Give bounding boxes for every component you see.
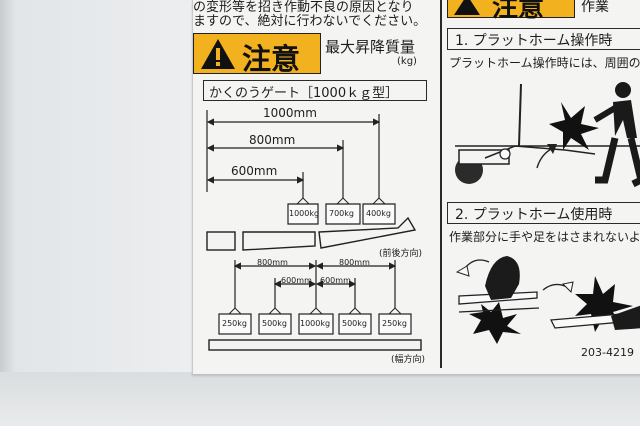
width-weight-500-right: 500kg xyxy=(342,319,367,328)
section1-illustration xyxy=(455,82,640,188)
frame-edge xyxy=(0,0,14,426)
distance-600: 600mm xyxy=(231,164,278,178)
width-weight-500-left: 500kg xyxy=(262,319,287,328)
front-back-label: (前後方向) xyxy=(379,249,423,259)
weight-400kg: 400kg xyxy=(366,209,391,218)
width-800-left: 800mm xyxy=(257,258,288,267)
top-text-line1: の変形等を招き作動不良の原因となり xyxy=(193,0,414,15)
section2-text: 作業部分に手や足をはさまれないよう xyxy=(449,230,640,244)
gate-title: かくのうゲート［1000ｋｇ型］ xyxy=(209,86,399,101)
section1-text: プラットホーム操作時には、周囲の人に xyxy=(449,56,640,70)
pinch-foot-icon xyxy=(611,305,640,330)
caution-header-right: 注意 xyxy=(447,0,575,23)
distance-800: 800mm xyxy=(249,133,296,147)
section1-title: 1. プラットホーム操作時 xyxy=(455,33,613,49)
width-800-right: 800mm xyxy=(339,258,370,267)
section2-title: 2. プラットホーム使用時 xyxy=(455,207,613,223)
max-lift-title: 最大昇降質量 xyxy=(325,38,416,56)
top-text-line2: ますので、絶対に行わないでください。 xyxy=(193,14,427,29)
width-direction-label: (幅方向) xyxy=(391,355,426,365)
width-weight-250-right: 250kg xyxy=(382,319,407,328)
caution-label-right: 注意 xyxy=(492,0,545,23)
weight-700kg: 700kg xyxy=(329,209,354,218)
caution-header-left: 注意 xyxy=(193,33,321,76)
section2-illustration xyxy=(455,256,640,344)
caution-label-left: 注意 xyxy=(242,42,301,76)
load-diagram xyxy=(206,110,422,351)
warning-triangle-icon xyxy=(201,39,235,69)
section1-title-box xyxy=(447,28,640,50)
warning-triangle-icon xyxy=(454,0,480,15)
wall-bottom xyxy=(0,372,640,426)
gate-title-box xyxy=(203,80,427,101)
impact-burst-icon xyxy=(469,302,521,344)
caution-right-suffix: 作業 xyxy=(581,0,609,15)
max-lift-unit: (kg) xyxy=(397,56,417,67)
warning-sticker: の変形等を招き作動不良の原因となり ますので、絶対に行わないでください。 注意 … xyxy=(192,0,640,375)
column-divider xyxy=(440,0,442,368)
width-600-left: 600mm xyxy=(281,276,312,285)
rotate-arrow-icon xyxy=(536,147,554,169)
impact-burst-icon xyxy=(549,102,599,150)
width-weight-1000: 1000kg xyxy=(300,319,331,328)
part-number: 203-4219 xyxy=(581,346,634,359)
person-icon xyxy=(593,82,640,188)
width-weight-250-left: 250kg xyxy=(222,319,247,328)
distance-1000: 1000mm xyxy=(263,106,317,120)
weight-1000kg: 1000kg xyxy=(289,209,320,218)
section2-title-box xyxy=(447,202,640,224)
pinch-hand-icon xyxy=(485,256,520,300)
impact-burst-icon xyxy=(575,276,633,332)
rotate-arrow-icon xyxy=(464,259,490,269)
width-600-right: 600mm xyxy=(320,276,351,285)
wall-surface xyxy=(14,0,192,372)
